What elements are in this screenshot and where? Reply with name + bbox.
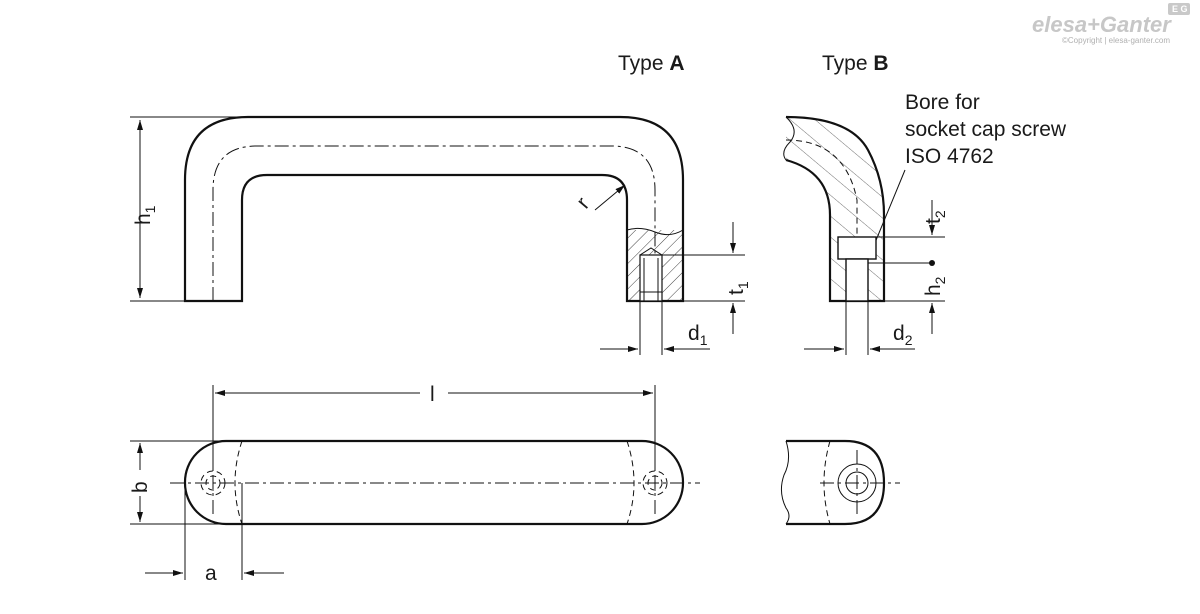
dim-t2: t2: [876, 200, 948, 238]
bore-note-line-1: Bore for: [905, 91, 980, 114]
dim-h1: h1: [130, 116, 245, 302]
dim-h2-label: h2: [922, 276, 948, 296]
type-a-label: Type A: [618, 52, 685, 75]
dim-t1: t1: [662, 222, 751, 334]
type-b-centerline: [785, 139, 858, 236]
break-line-a: [626, 227, 684, 236]
brand-copyright: ©Copyright | elesa-ganter.com: [1062, 36, 1170, 45]
counterbore: [837, 236, 877, 260]
bore-top: [845, 471, 869, 495]
dim-d2: d2: [804, 301, 915, 355]
dim-l-label: l: [430, 383, 435, 406]
brand-logo-text: elesa+Ganter: [1032, 12, 1172, 37]
type-b-top-outline: [786, 439, 886, 526]
type-b-outline: [785, 115, 886, 303]
dim-a: a: [145, 483, 284, 585]
hole-right: [642, 470, 668, 496]
dim-b-label: b: [129, 481, 152, 493]
dim-l: l: [212, 383, 656, 470]
brand-badge-text: E G: [1172, 4, 1188, 14]
brand-logo: elesa+Ganter ©Copyright | elesa-ganter.c…: [1032, 3, 1190, 45]
bore-note-line-3: ISO 4762: [905, 145, 994, 168]
dim-h2: h2: [868, 260, 948, 334]
bore-note-line-2: socket cap screw: [905, 118, 1067, 141]
dim-b: b: [129, 440, 225, 525]
dim-a-label: a: [205, 562, 217, 585]
handle-front-view: [183, 115, 685, 303]
thread-hole-a: [639, 254, 663, 302]
bore-hole: [845, 258, 869, 302]
break-line-b: [783, 116, 795, 161]
dim-t1-label: t1: [725, 281, 751, 295]
dim-d1-label: d1: [688, 322, 708, 348]
dim-r-label: r: [572, 193, 594, 213]
dim-d1: d1: [600, 301, 710, 355]
break-line-b-top: [780, 440, 790, 525]
bore-note: Bore for socket cap screw ISO 4762: [871, 91, 1067, 251]
type-b-label: Type B: [822, 52, 889, 75]
hole-left: [200, 470, 226, 496]
dim-t2-label: t2: [922, 210, 948, 224]
handle-outline: [183, 115, 685, 303]
brand-badge: [1168, 3, 1190, 15]
handle-top-view: [170, 439, 700, 526]
type-b-top-view: [780, 439, 900, 526]
type-b-section: [783, 115, 886, 303]
dim-h1-label: h1: [132, 205, 158, 225]
dim-d2-label: d2: [893, 322, 913, 348]
counterbore-top: [837, 463, 877, 503]
handle-centerline: [212, 145, 656, 301]
dim-r: r: [572, 184, 626, 213]
